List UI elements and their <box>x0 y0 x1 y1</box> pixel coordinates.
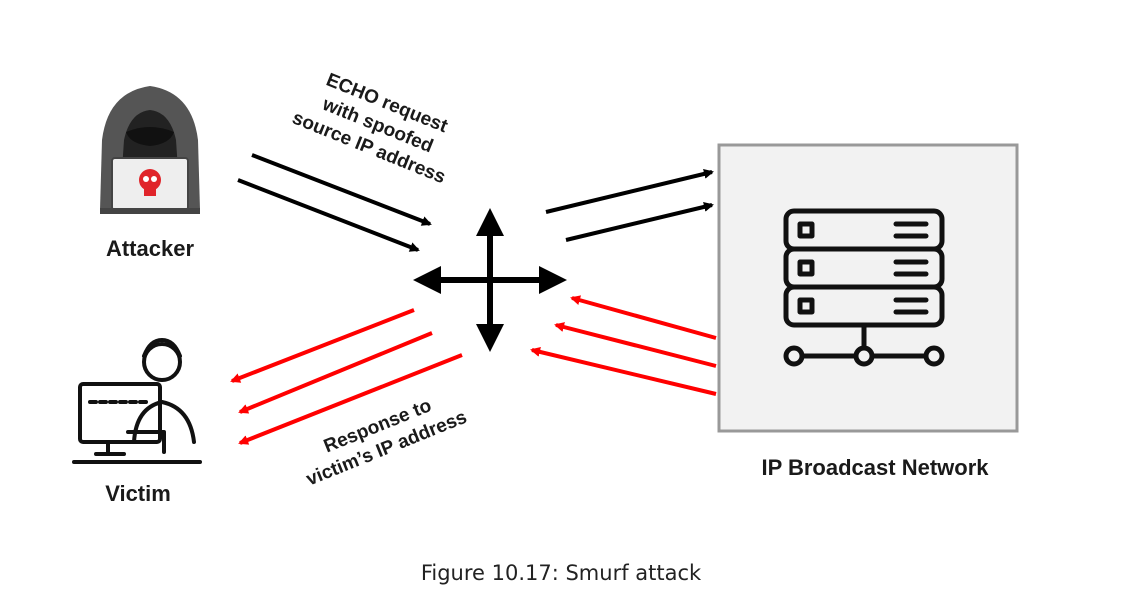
server-rack-icon <box>783 208 945 367</box>
response-arrow <box>238 331 433 414</box>
figure-caption: Figure 10.17: Smurf attack <box>421 561 702 585</box>
victim-label: Victim <box>105 481 171 506</box>
broadcast-arrow <box>565 202 714 242</box>
response-arrow <box>230 308 415 383</box>
reply-arrow <box>530 346 717 396</box>
attacker-icon <box>100 86 200 214</box>
request-arrows <box>237 153 432 252</box>
four-way-arrow-icon <box>413 208 567 352</box>
network-label: IP Broadcast Network <box>761 455 989 480</box>
request-arrow <box>237 178 420 252</box>
victim-icon <box>72 338 202 464</box>
request-arrow <box>251 153 432 226</box>
response-arrow <box>238 353 463 445</box>
response-annotation: Response to victim’s IP address <box>303 395 470 490</box>
response-arrows <box>230 308 463 445</box>
request-annotation: ECHO request with spoofed source IP addr… <box>289 70 451 189</box>
broadcast-arrows <box>545 169 714 242</box>
reply-arrows <box>530 295 717 396</box>
reply-arrow <box>570 295 717 340</box>
reply-arrow <box>554 322 717 368</box>
attacker-label: Attacker <box>106 236 194 261</box>
broadcast-arrow <box>545 169 714 214</box>
